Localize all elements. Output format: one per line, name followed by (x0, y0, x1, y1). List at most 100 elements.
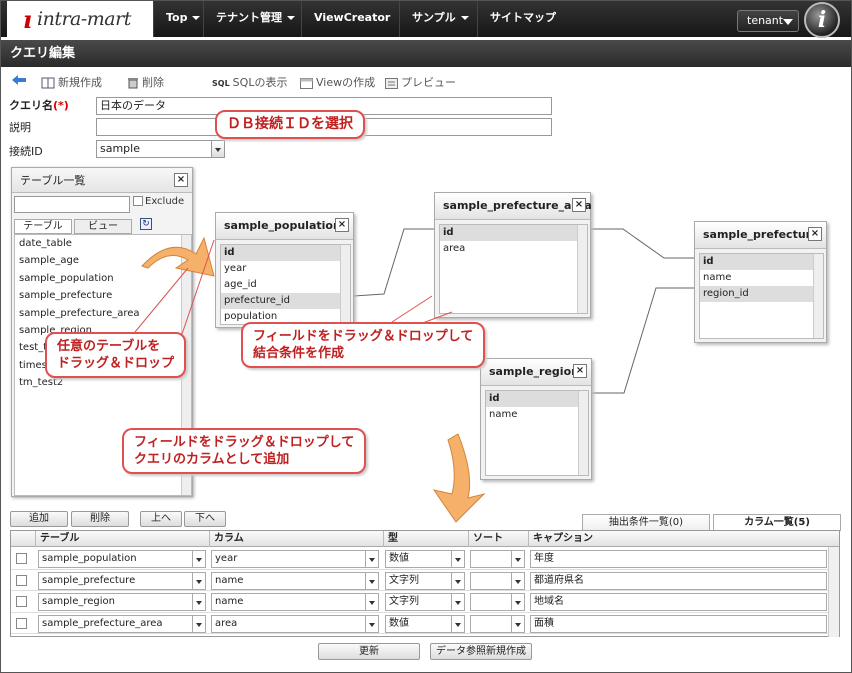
chevron-down-icon[interactable] (511, 614, 525, 633)
field-item[interactable]: prefecture_id (221, 293, 350, 309)
list-item[interactable]: sample_age (19, 255, 79, 267)
tab-view[interactable]: ビュー (74, 219, 132, 234)
move-up-button[interactable]: 上へ (140, 511, 182, 527)
tab-table[interactable]: テーブル (14, 219, 72, 234)
column-select[interactable]: area (211, 614, 366, 633)
tab-conditions[interactable]: 抽出条件一覧(0) (582, 514, 710, 531)
caption-input[interactable]: 地域名 (530, 593, 827, 611)
type-select[interactable]: 数値 (385, 550, 452, 568)
table-filter-input[interactable] (14, 196, 130, 213)
column-select[interactable]: name (211, 593, 366, 611)
chevron-down-icon[interactable] (192, 614, 206, 633)
chevron-down-icon[interactable] (451, 571, 465, 590)
nav-sample[interactable]: サンプル (399, 1, 477, 37)
chevron-down-icon[interactable] (511, 571, 525, 590)
chevron-down-icon[interactable] (365, 593, 379, 611)
table-box-title[interactable]: sample_region× (481, 359, 591, 386)
table-select[interactable]: sample_prefecture_area (38, 614, 193, 633)
table-box-title[interactable]: sample_prefecture_area× (435, 193, 592, 220)
sort-select[interactable] (470, 571, 512, 590)
chevron-down-icon[interactable] (192, 593, 206, 611)
field-item[interactable]: area (443, 243, 466, 254)
row-checkbox[interactable] (16, 617, 27, 629)
field-item[interactable]: id (486, 391, 588, 407)
connection-dropdown-button[interactable] (211, 140, 225, 158)
connection-id-select[interactable]: sample (96, 140, 212, 158)
back-arrow-icon[interactable] (11, 73, 30, 86)
create-view-button[interactable]: Viewの作成 (300, 74, 375, 90)
table-box-title[interactable]: sample_prefecture× (695, 222, 826, 249)
caption-input[interactable]: 都道府県名 (530, 571, 827, 590)
user-menu-logo[interactable]: i (804, 2, 840, 38)
list-item[interactable]: date_table (19, 238, 72, 249)
field-item[interactable]: id (440, 225, 587, 241)
scrollbar[interactable] (828, 547, 839, 637)
type-select[interactable]: 文字列 (385, 593, 452, 611)
sort-select[interactable] (470, 550, 512, 568)
close-icon[interactable]: × (174, 173, 188, 187)
delete-button[interactable]: 削除 (127, 74, 164, 90)
list-item[interactable]: tm_test2 (19, 377, 64, 389)
delete-row-button[interactable]: 削除 (71, 511, 129, 527)
chevron-down-icon[interactable] (365, 614, 379, 633)
scrollbar[interactable] (813, 254, 823, 338)
field-item[interactable]: year (224, 263, 247, 274)
caption-input[interactable]: 面積 (530, 614, 827, 633)
close-icon[interactable]: × (572, 198, 586, 212)
add-button[interactable]: 追加 (10, 511, 68, 527)
chevron-down-icon[interactable] (451, 550, 465, 568)
close-icon[interactable]: × (808, 227, 822, 241)
field-item[interactable]: population (224, 311, 278, 322)
close-icon[interactable]: × (573, 364, 587, 378)
list-item[interactable]: test_ta (19, 342, 54, 354)
list-item[interactable]: sample_prefecture_area (19, 307, 140, 319)
field-item[interactable]: region_id (700, 286, 823, 302)
chevron-down-icon[interactable] (451, 614, 465, 633)
create-data-reference-button[interactable]: データ参照新規作成 (430, 643, 532, 660)
row-checkbox[interactable] (16, 574, 27, 586)
type-select[interactable]: 数値 (385, 614, 452, 633)
preview-button[interactable]: プレビュー (385, 74, 456, 90)
table-select[interactable]: sample_population (38, 550, 193, 568)
sort-select[interactable] (470, 614, 512, 633)
field-item[interactable]: name (489, 409, 518, 420)
exclude-checkbox[interactable]: Exclude (133, 196, 184, 207)
chevron-down-icon[interactable] (511, 550, 525, 568)
caption-input[interactable]: 年度 (530, 550, 827, 568)
list-item[interactable]: sample_region (19, 324, 92, 336)
close-icon[interactable]: × (335, 218, 349, 232)
chevron-down-icon[interactable] (511, 593, 525, 611)
scrollbar[interactable] (578, 391, 588, 475)
chevron-down-icon[interactable] (192, 550, 206, 568)
table-box-sample-region[interactable]: sample_region× id name (480, 358, 592, 480)
chevron-down-icon[interactable] (192, 571, 206, 590)
table-box-sample-prefecture-area[interactable]: sample_prefecture_area× id area (434, 192, 592, 318)
sort-select[interactable] (470, 593, 512, 611)
table-select[interactable]: sample_prefecture (38, 571, 193, 590)
field-item[interactable]: id (700, 254, 823, 270)
list-item[interactable]: timest (19, 359, 51, 371)
type-select[interactable]: 文字列 (385, 571, 452, 590)
chevron-down-icon[interactable] (451, 593, 465, 611)
scrollbar[interactable] (577, 225, 587, 313)
list-item[interactable]: sample_population (19, 272, 114, 284)
intra-mart-logo[interactable]: ı intra-mart (7, 1, 153, 37)
move-down-button[interactable]: 下へ (184, 511, 226, 527)
nav-tenant-management[interactable]: テナント管理 (203, 1, 301, 37)
field-item[interactable]: name (703, 272, 732, 283)
list-item[interactable]: sample_prefecture (19, 290, 113, 302)
field-item[interactable]: id (221, 245, 350, 261)
tenant-dropdown[interactable]: tenant (737, 10, 799, 32)
new-button[interactable]: 新規作成 (41, 74, 102, 90)
table-box-sample-prefecture[interactable]: sample_prefecture× id name region_id (694, 221, 827, 343)
nav-top[interactable]: Top (153, 1, 203, 37)
row-checkbox[interactable] (16, 553, 27, 564)
tab-columns[interactable]: カラム一覧(5) (713, 514, 841, 531)
chevron-down-icon[interactable] (365, 550, 379, 568)
column-select[interactable]: name (211, 571, 366, 590)
table-box-sample-population[interactable]: sample_population× id year age_id prefec… (215, 212, 354, 328)
table-box-title[interactable]: sample_population× (216, 213, 353, 240)
update-button[interactable]: 更新 (318, 643, 420, 660)
field-item[interactable]: age_id (224, 279, 257, 290)
